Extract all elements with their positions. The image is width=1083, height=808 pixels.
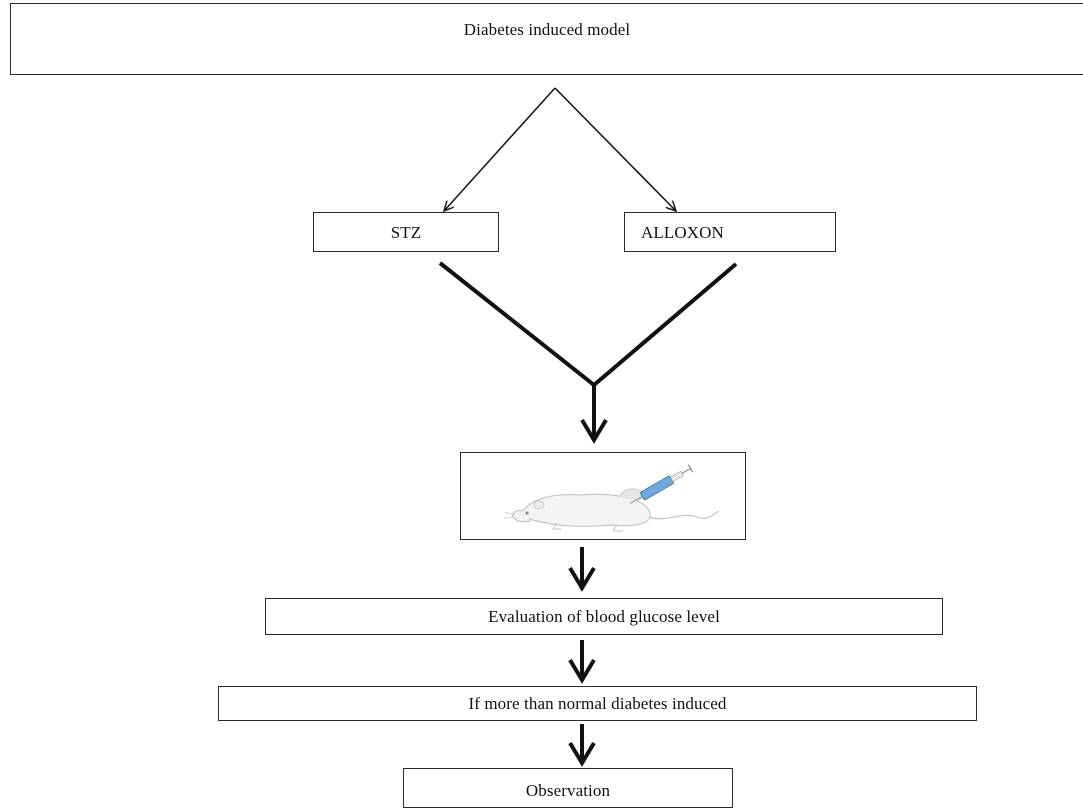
observation-label: Observation: [525, 781, 611, 800]
stz-box: STZ: [313, 212, 499, 252]
injection-illustration-box: [460, 452, 746, 540]
condition-label: If more than normal diabetes induced: [468, 694, 727, 713]
arrow-to-evaluation-head: [568, 566, 596, 592]
evaluation-label: Evaluation of blood glucose level: [488, 607, 720, 626]
arrow-to-observation-head: [568, 741, 596, 767]
arrow-to-stz: [444, 87, 556, 211]
merge-arrow-head: [580, 418, 608, 444]
alloxon-label: ALLOXON: [641, 223, 724, 242]
observation-box: Observation: [403, 768, 733, 808]
evaluation-box: Evaluation of blood glucose level: [265, 598, 943, 635]
merge-line-left: [438, 261, 596, 387]
merge-line-right: [592, 262, 738, 387]
arrow-to-alloxon: [554, 87, 676, 211]
stz-label: STZ: [390, 223, 422, 242]
arrow-to-condition-head: [568, 658, 596, 684]
alloxon-box: ALLOXON: [624, 212, 836, 252]
mouse-injection-icon: [503, 464, 720, 532]
diabetes-model-label: Diabetes induced model: [463, 20, 631, 39]
diabetes-model-box: Diabetes induced model: [10, 3, 1083, 75]
condition-box: If more than normal diabetes induced: [218, 686, 977, 721]
